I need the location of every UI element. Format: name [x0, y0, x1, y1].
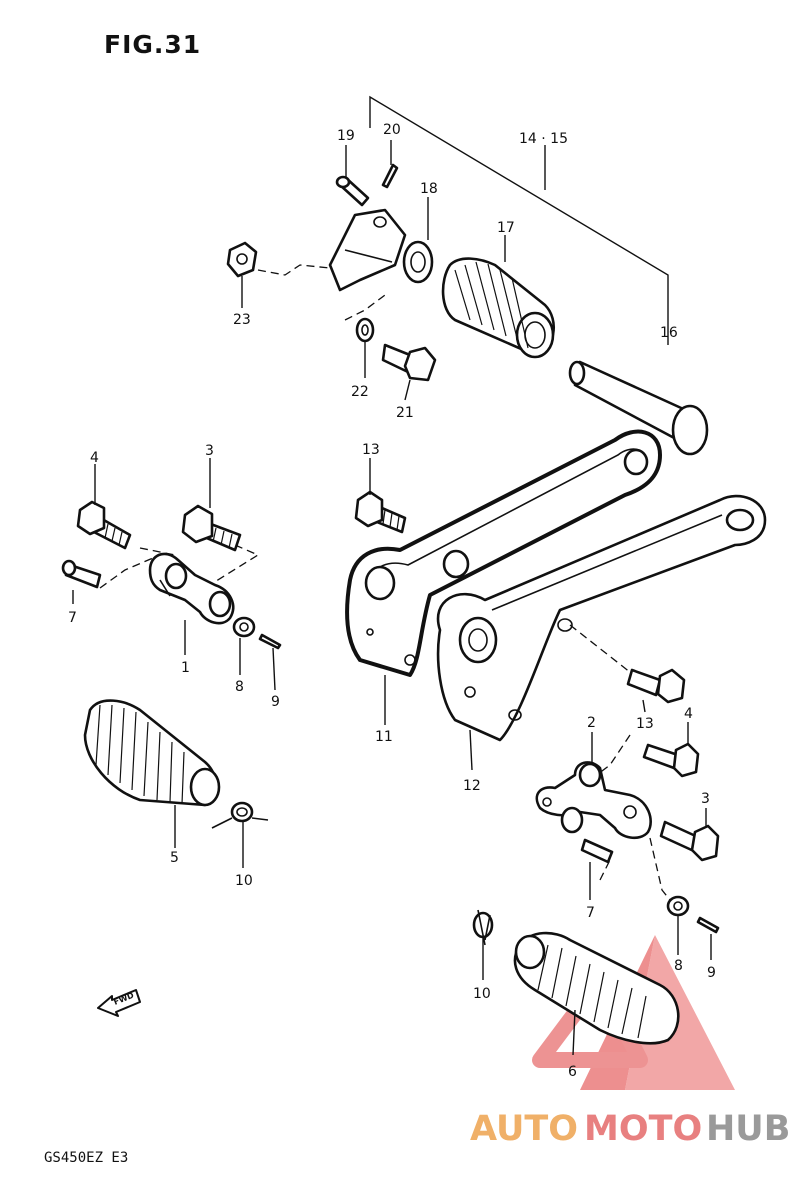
callout-17: 17 — [497, 220, 515, 236]
part-rear-footpeg-clevis — [328, 208, 407, 292]
part-8-washer-right — [666, 895, 690, 917]
watermark-text: AUTO MOTO HUB — [470, 1109, 790, 1149]
part-1-footpeg-bracket-left — [148, 552, 235, 625]
forward-direction-arrow: FWD — [97, 989, 141, 1017]
callout-19: 19 — [337, 128, 355, 144]
callout-3-left: 3 — [205, 443, 214, 459]
model-code: GS450EZ E3 — [44, 1150, 129, 1166]
callout-18: 18 — [420, 181, 438, 197]
callout-2: 2 — [587, 715, 596, 731]
callout-5: 5 — [170, 850, 179, 866]
assembly-bracket-14-15 — [369, 95, 669, 320]
callout-20: 20 — [383, 122, 401, 138]
part-10-spring-left — [211, 801, 269, 829]
callout-10-right: 10 — [473, 986, 491, 1002]
part-13-bolt-upper — [354, 490, 407, 534]
part-19-clevis-pin — [335, 175, 370, 207]
part-11-rubber-gasket — [345, 429, 662, 677]
callout-8-right: 8 — [674, 958, 683, 974]
part-20-cotter-pin — [381, 163, 399, 189]
part-16-pivot-pin — [568, 360, 709, 456]
callout-21: 21 — [396, 405, 414, 421]
callout-13-lower: 13 — [636, 716, 654, 732]
part-5-footpeg-left — [83, 699, 221, 807]
callout-23: 23 — [233, 312, 251, 328]
figure-title: FIG.31 — [104, 30, 202, 59]
part-7-pin-right — [580, 838, 614, 864]
part-3-bolt-left — [181, 504, 242, 552]
part-22-lock-washer — [355, 317, 375, 343]
callout-7-right: 7 — [586, 905, 595, 921]
callout-8-left: 8 — [235, 679, 244, 695]
callout-7-left: 7 — [68, 610, 77, 626]
part-18-washer — [402, 240, 434, 284]
part-17-footpeg-rubber — [441, 257, 555, 359]
part-12-footrest-bracket — [436, 494, 767, 742]
callout-11: 11 — [375, 729, 393, 745]
part-3-bolt-right — [659, 820, 720, 862]
callout-13-upper: 13 — [362, 442, 380, 458]
part-7-pin-left — [61, 559, 102, 589]
callout-3-right: 3 — [701, 791, 710, 807]
callout-labels: 19 20 14 · 15 18 17 23 16 22 21 13 4 3 7… — [68, 122, 716, 1080]
part-21-bolt — [381, 343, 437, 382]
part-6-footpeg-right — [513, 931, 680, 1045]
leader-lines — [72, 140, 712, 1056]
part-9-cotter-right — [696, 916, 720, 934]
part-2-bracket-right — [535, 761, 652, 840]
callout-9-right: 9 — [707, 965, 716, 981]
callout-1: 1 — [181, 660, 190, 676]
callout-16: 16 — [660, 325, 678, 341]
callout-9-left: 9 — [271, 694, 280, 710]
part-23-nut — [226, 241, 258, 278]
part-4-bolt-left — [76, 500, 132, 550]
callout-22: 22 — [351, 384, 369, 400]
callout-14-15: 14 · 15 — [519, 131, 568, 147]
watermark-auto: AUTO — [470, 1109, 578, 1149]
callout-4-right: 4 — [684, 706, 693, 722]
callout-10-left: 10 — [235, 873, 253, 889]
part-9-cotter-left — [258, 633, 282, 650]
callout-12: 12 — [463, 778, 481, 794]
part-10-spring-right — [472, 909, 494, 946]
callout-6: 6 — [568, 1064, 577, 1080]
watermark-moto: MOTO — [584, 1109, 702, 1149]
part-13-bolt-right — [626, 668, 686, 704]
part-4-bolt-right — [642, 742, 700, 778]
watermark-hub: HUB — [706, 1109, 790, 1149]
part-8-washer-left — [232, 616, 256, 638]
callout-4-left: 4 — [90, 450, 99, 466]
